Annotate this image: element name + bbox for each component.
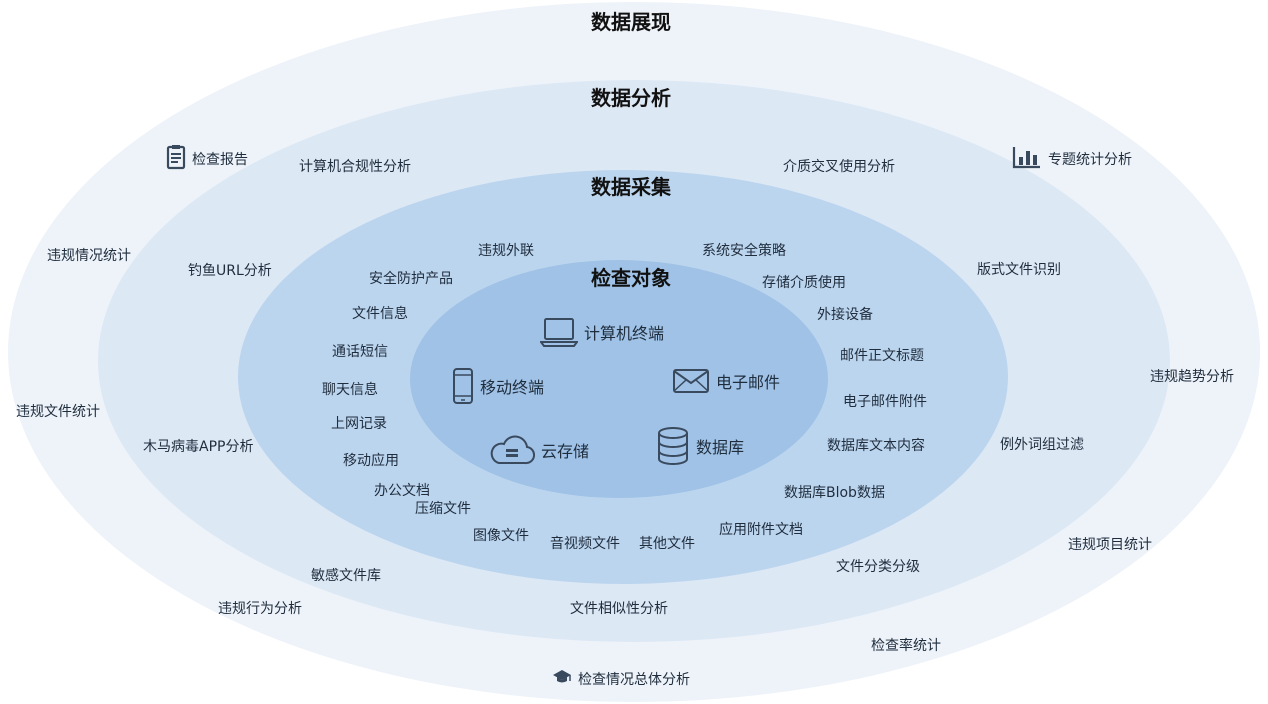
label-other-file: 其他文件 <box>639 536 695 552</box>
label-classification: 文件分类分级 <box>836 559 920 575</box>
label-sensitive: 敏感文件库 <box>311 568 381 584</box>
label-mail-attach: 电子邮件附件 <box>843 394 927 410</box>
label-compressed: 压缩文件 <box>415 501 471 517</box>
device-database: 数据库 <box>656 426 744 466</box>
label-format-id: 版式文件识别 <box>977 262 1061 278</box>
display-report-label: 检查报告 <box>192 152 248 168</box>
database-icon <box>656 426 690 466</box>
label-office-doc: 办公文档 <box>374 483 430 499</box>
label-file-stats: 违规文件统计 <box>16 404 100 420</box>
device-cloud-label: 云存储 <box>541 442 590 461</box>
label-mail-body: 邮件正文标题 <box>840 348 924 364</box>
label-trojan: 木马病毒APP分析 <box>143 439 254 455</box>
label-exception-words: 例外词组过滤 <box>1000 437 1084 453</box>
label-item-stats: 违规项目统计 <box>1068 537 1152 553</box>
display-report: 检查报告 <box>166 144 248 174</box>
document-icon <box>166 144 186 174</box>
label-security-product: 安全防护产品 <box>369 271 453 287</box>
device-cloud: 云存储 <box>489 433 589 467</box>
label-violation-stats: 违规情况统计 <box>47 248 131 264</box>
label-sms: 通话短信 <box>332 344 388 360</box>
device-mobile-label: 移动终端 <box>480 378 545 397</box>
device-email: 电子邮件 <box>672 368 780 394</box>
device-email-label: 电子邮件 <box>716 373 781 392</box>
envelope-icon <box>672 368 710 394</box>
graduation-cap-icon <box>552 668 572 690</box>
label-app-attach: 应用附件文档 <box>719 522 803 538</box>
label-sys-policy: 系统安全策略 <box>702 243 786 259</box>
ellipse-inspection-object <box>410 260 828 498</box>
label-external-device: 外接设备 <box>817 307 873 323</box>
label-av-file: 音视频文件 <box>550 536 620 552</box>
label-media-cross: 介质交叉使用分析 <box>783 159 895 175</box>
label-image-file: 图像文件 <box>473 528 529 544</box>
label-phishing: 钓鱼URL分析 <box>188 263 272 279</box>
display-overall-label: 检查情况总体分析 <box>578 672 690 688</box>
label-web-record: 上网记录 <box>331 416 387 432</box>
label-violate-link: 违规外联 <box>478 243 534 259</box>
title-data-collection: 数据采集 <box>591 175 671 199</box>
title-data-analysis: 数据分析 <box>591 86 671 110</box>
device-mobile: 移动终端 <box>452 367 544 405</box>
label-compliance: 计算机合规性分析 <box>299 159 411 175</box>
phone-icon <box>452 367 474 405</box>
label-behavior: 违规行为分析 <box>218 601 302 617</box>
display-topic-label: 专题统计分析 <box>1048 152 1132 168</box>
cloud-icon <box>489 433 535 467</box>
title-inspection-object: 检查对象 <box>591 266 671 290</box>
bar-chart-icon <box>1012 145 1042 173</box>
label-blob: 数据库Blob数据 <box>784 485 885 501</box>
label-storage-media: 存储介质使用 <box>762 275 846 291</box>
display-overall: 检查情况总体分析 <box>552 668 690 690</box>
display-topic: 专题统计分析 <box>1012 145 1132 173</box>
label-file-info: 文件信息 <box>352 306 408 322</box>
label-mobile-app: 移动应用 <box>343 453 399 469</box>
laptop-icon <box>540 316 578 348</box>
label-db-text: 数据库文本内容 <box>827 438 925 454</box>
device-computer-label: 计算机终端 <box>584 324 665 343</box>
device-database-label: 数据库 <box>696 438 745 457</box>
label-trend: 违规趋势分析 <box>1150 369 1234 385</box>
device-computer: 计算机终端 <box>540 316 664 348</box>
label-rate: 检查率统计 <box>871 638 941 654</box>
label-chat: 聊天信息 <box>322 382 378 398</box>
title-data-display: 数据展现 <box>591 10 671 34</box>
label-similarity: 文件相似性分析 <box>570 601 668 617</box>
